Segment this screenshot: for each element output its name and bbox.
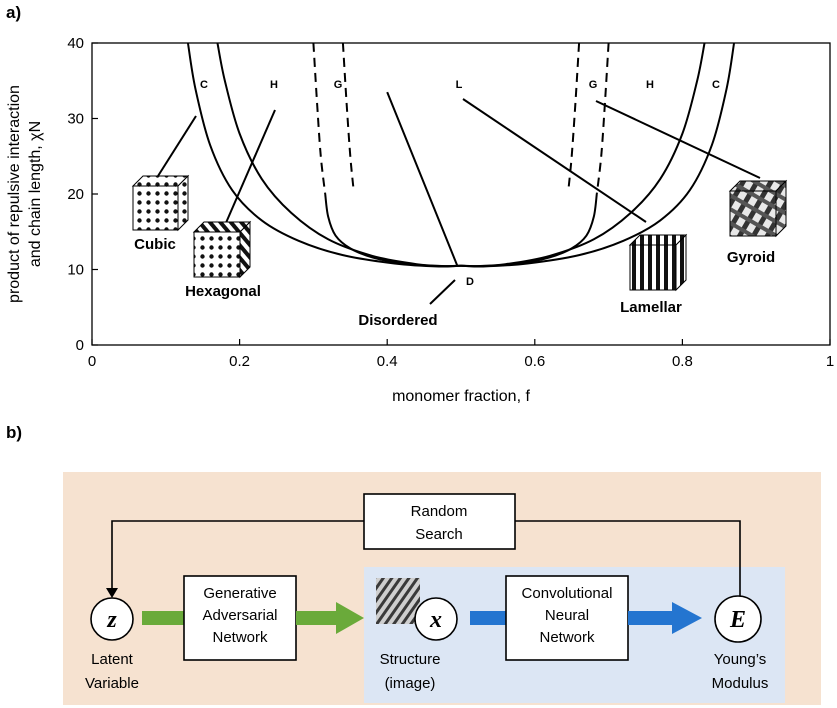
- structure-caption-line1: Structure: [380, 651, 441, 668]
- letter-g-left: G: [334, 79, 343, 91]
- green-arrow-shaft-2: [296, 611, 338, 625]
- phase-boundary-0: [186, 42, 736, 268]
- letter-c-left: C: [200, 79, 208, 91]
- y-axis-label-line1: product of repulsive interaction: [6, 85, 23, 303]
- gan-box: [183, 575, 297, 661]
- feedback-line-left: [111, 520, 364, 590]
- random-search-line1: Random: [411, 503, 468, 520]
- y-tick-label: 20: [67, 186, 84, 203]
- cnn-line1: Convolutional: [522, 585, 613, 602]
- structure-thumbnail: [376, 578, 420, 624]
- cnn-line3: Network: [539, 629, 595, 646]
- letter-h-left: H: [270, 79, 278, 91]
- label-disordered: Disordered: [358, 312, 437, 329]
- phase-boundaries: [186, 42, 736, 268]
- latent-caption-line1: Latent: [91, 651, 134, 668]
- letter-d: D: [466, 276, 474, 288]
- cubic-cube-icon: [131, 174, 190, 232]
- y-tick-label: 0: [76, 337, 84, 354]
- blue-arrow-shaft-1: [470, 611, 506, 625]
- label-gyroid: Gyroid: [727, 249, 775, 266]
- latent-caption-line2: Variable: [85, 675, 139, 692]
- structure-node: [414, 597, 458, 641]
- green-arrowhead: [336, 602, 364, 634]
- label-cubic: Cubic: [134, 236, 176, 253]
- green-arrow-shaft-1: [142, 611, 184, 625]
- x-tick-label: 1: [826, 353, 834, 370]
- x-tick-label: 0.6: [524, 353, 545, 370]
- phase-boundary-4: [341, 42, 355, 187]
- phase-boundary-2: [324, 193, 598, 268]
- leader-hexagonal: [221, 109, 276, 233]
- letter-h-right: H: [646, 79, 654, 91]
- modulus-node: [714, 595, 762, 643]
- latent-symbol: z: [106, 607, 117, 633]
- x-axis-label: monomer fraction, f: [392, 388, 530, 405]
- leader-lines: [157, 98, 761, 305]
- x-tick-label: 0.4: [377, 353, 398, 370]
- leader-lamellar: [462, 98, 647, 223]
- gyroid-cube-icon: [728, 179, 788, 238]
- gan-line2: Adversarial: [202, 607, 277, 624]
- y-tick-label: 40: [67, 35, 84, 52]
- lamellar-cube-icon: [628, 233, 688, 292]
- y-tick-label: 30: [67, 111, 84, 128]
- random-search-box: [363, 493, 516, 550]
- phase-boundary-6: [567, 42, 581, 187]
- phase-boundary-5: [595, 42, 610, 195]
- x-tick-label: 0.8: [672, 353, 693, 370]
- letter-l: L: [456, 79, 463, 91]
- cnn-line2: Neural: [545, 607, 589, 624]
- phase-boundary-1: [216, 42, 706, 268]
- gan-line1: Generative: [203, 585, 276, 602]
- x-tick-label: 0.2: [229, 353, 250, 370]
- modulus-caption-line1: Young’s: [714, 651, 767, 668]
- gan-line3: Network: [212, 629, 268, 646]
- phase-boundary-7: [386, 91, 459, 267]
- panel-b-label: b): [6, 423, 22, 442]
- y-tick-label: 10: [67, 262, 84, 279]
- label-hexagonal: Hexagonal: [185, 283, 261, 300]
- letter-c-right: C: [712, 79, 720, 91]
- random-search-line2: Search: [415, 526, 463, 543]
- feedback-arrowhead: [106, 588, 118, 598]
- structure-caption-line2: (image): [385, 675, 436, 692]
- x-tick-label: 0: [88, 353, 96, 370]
- panel-a-label: a): [6, 3, 21, 22]
- hexagonal-cube-icon: [192, 220, 252, 279]
- leader-gyroid: [595, 100, 761, 179]
- phase-boundary-3: [312, 42, 327, 195]
- latent-node: [90, 597, 134, 641]
- blue-arrowhead: [672, 602, 702, 634]
- cnn-box: [505, 575, 629, 661]
- leader-cubic: [157, 115, 197, 177]
- modulus-caption-line2: Modulus: [712, 675, 769, 692]
- feedback-line-right: [515, 520, 741, 596]
- label-lamellar: Lamellar: [620, 299, 682, 316]
- blue-arrow-shaft-2: [628, 611, 674, 625]
- letter-g-right: G: [589, 79, 598, 91]
- structure-symbol: x: [429, 607, 442, 633]
- modulus-symbol: E: [729, 607, 746, 633]
- leader-disordered: [429, 279, 456, 305]
- y-axis-label-line2: and chain length, χN: [27, 121, 44, 267]
